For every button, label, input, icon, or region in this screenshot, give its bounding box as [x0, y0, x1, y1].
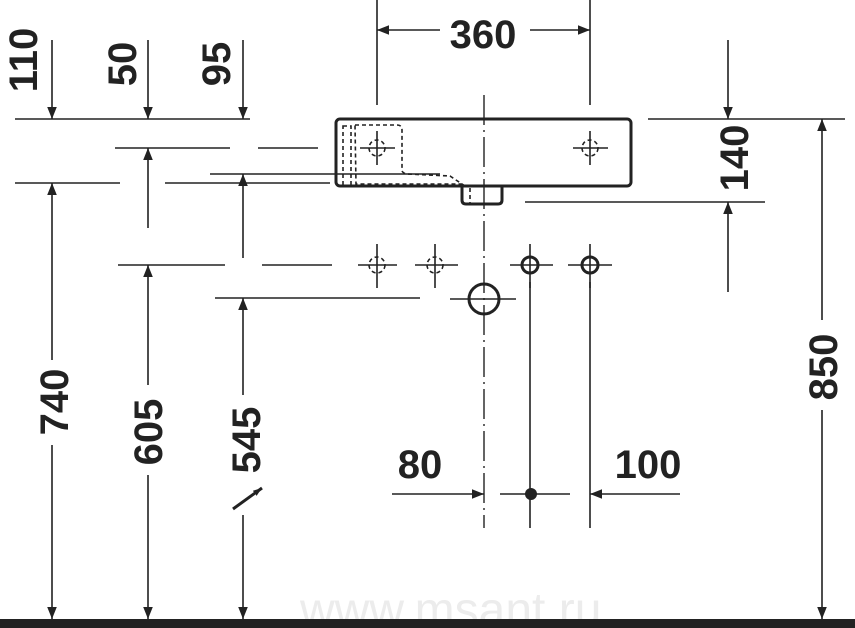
dim-360: 360 [450, 13, 517, 57]
connection-holes [358, 244, 612, 500]
washbasin-top-view [334, 117, 633, 206]
dim-605: 605 [127, 399, 171, 466]
dim-50: 50 [101, 42, 145, 87]
dim-140: 140 [713, 125, 757, 192]
floor-line [0, 619, 855, 628]
dim-740: 740 [33, 369, 77, 436]
dimension-arrows [47, 25, 827, 619]
dim-100: 100 [615, 443, 682, 487]
dim-545: 545 [225, 407, 269, 474]
dim-95: 95 [195, 42, 239, 87]
dim-110: 110 [2, 28, 46, 93]
pointer-arrow-icon [232, 486, 263, 511]
dim-80: 80 [398, 443, 443, 487]
dim-850: 850 [802, 334, 846, 401]
